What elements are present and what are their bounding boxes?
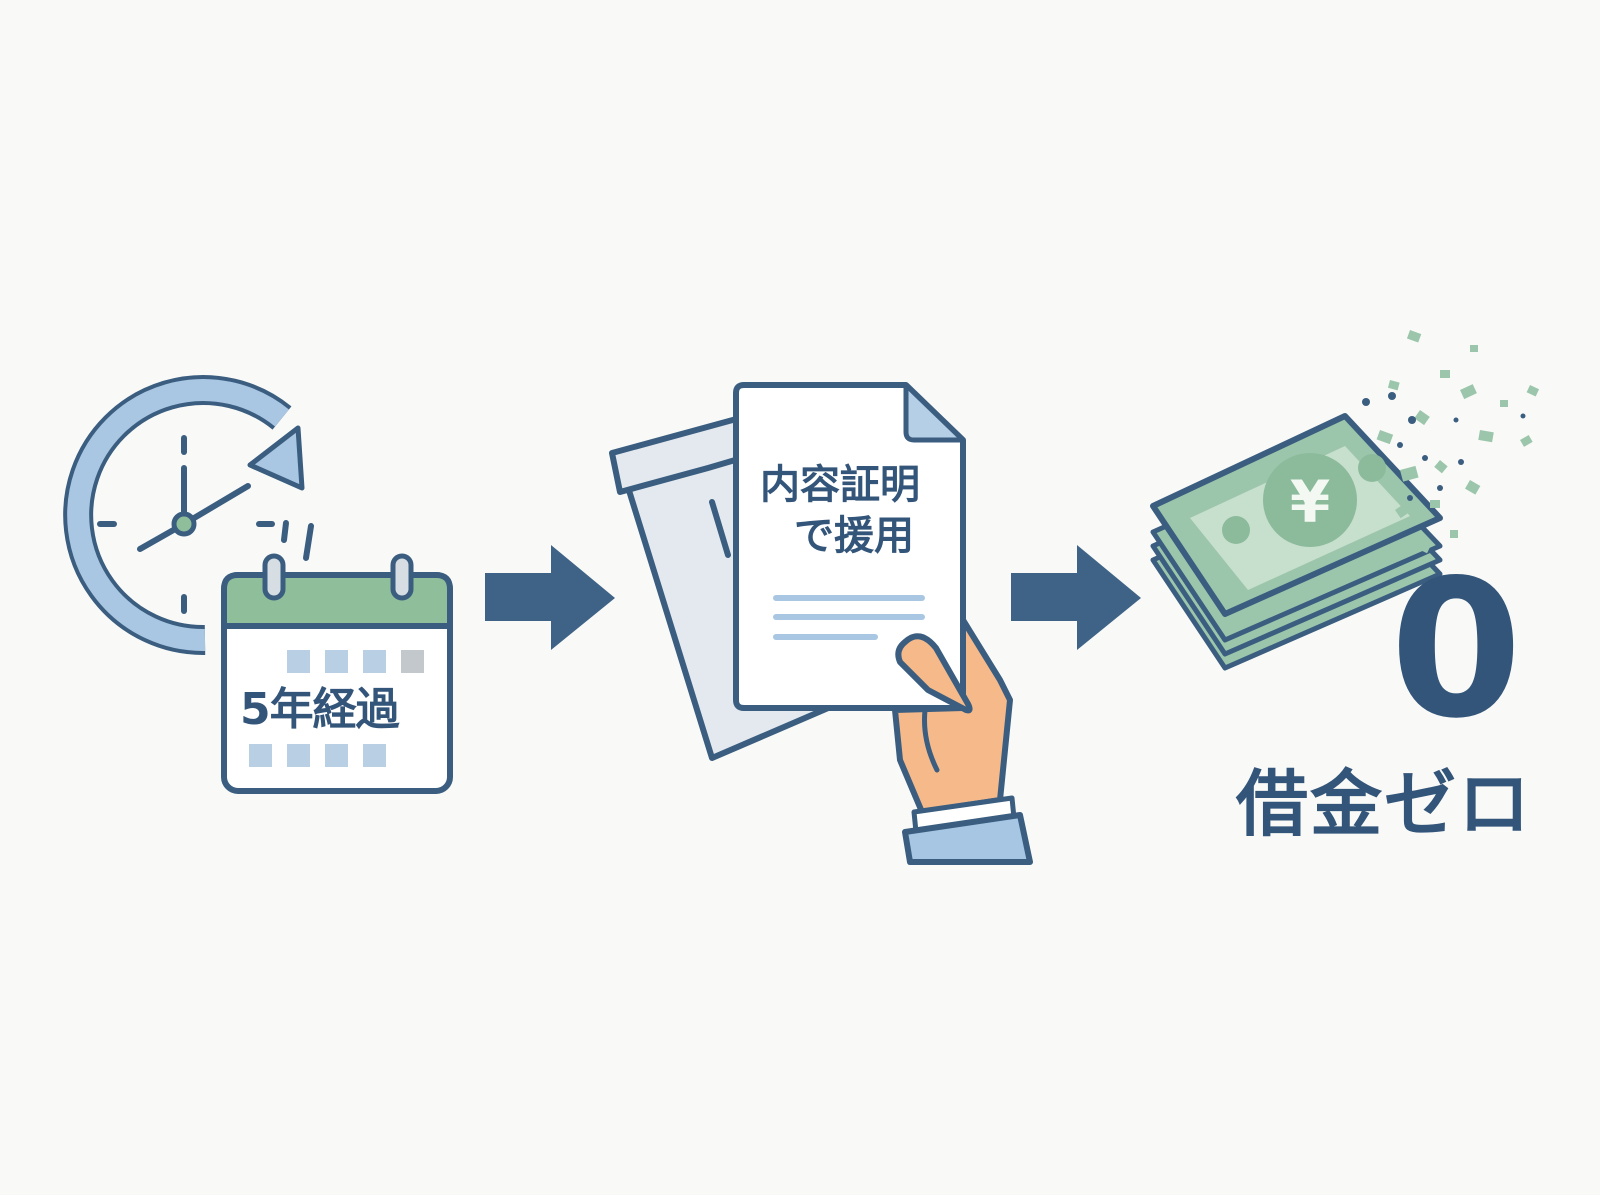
document-label-line-2: で援用 [794,513,914,559]
yen-banknotes-icon: ¥ [1150,330,1540,671]
document-label-line-1: 内容証明 [760,462,920,508]
dissolving-particles [1376,330,1540,554]
calendar-label: 5年経過 [240,684,400,735]
zero-number: 0 [1390,539,1523,760]
debt-zero-label: 借金ゼロ [1236,762,1533,846]
hand-icon [892,617,1033,865]
calendar-icon [221,553,453,794]
clock-cycle-icon [63,375,314,656]
right-arrow-icon-1 [485,545,615,650]
document-icon [733,382,966,711]
yen-symbol-icon: ¥ [1290,468,1330,536]
right-arrow-icon-2 [1011,545,1141,650]
